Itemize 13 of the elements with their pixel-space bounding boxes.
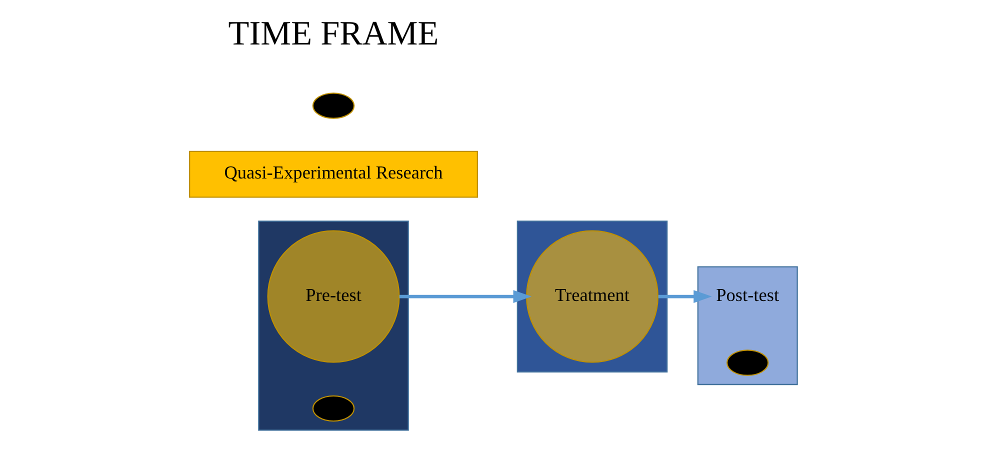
node-oval: [312, 395, 354, 422]
cluster: [258, 220, 408, 431]
cluster: [696, 266, 798, 386]
cluster: [516, 220, 668, 372]
node-text: Post-test: [716, 284, 779, 305]
node-circle: Pre-test: [266, 230, 400, 363]
node-circle: Treatment: [525, 230, 658, 363]
node-box: Quasi-Experimental Research: [188, 150, 478, 198]
arrow: [398, 290, 532, 303]
node-oval: [726, 350, 768, 376]
label: TIME FRAME: [228, 14, 438, 53]
arrow: [658, 290, 712, 303]
node-oval: [312, 92, 354, 119]
